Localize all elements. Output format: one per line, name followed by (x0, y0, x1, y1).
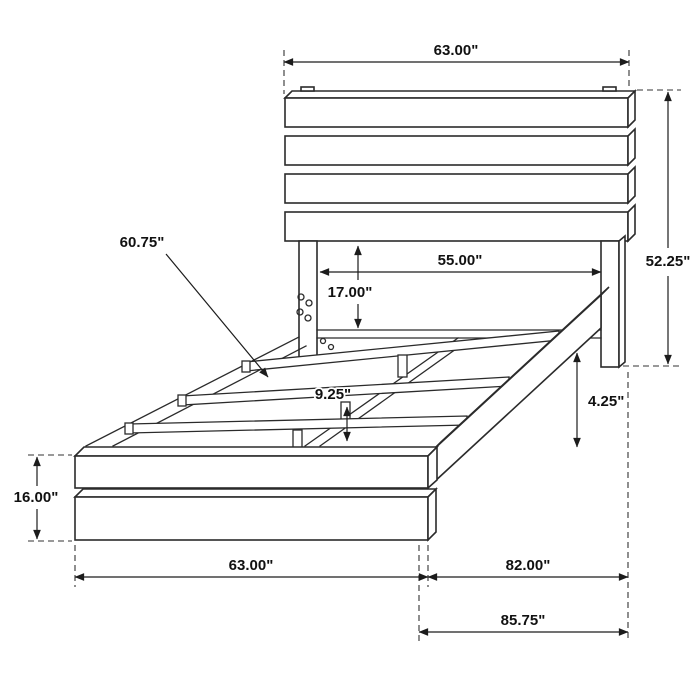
headboard-post-tab-left (300, 86, 315, 92)
headboard-post-right (600, 240, 620, 368)
slat-center-leg (397, 354, 408, 378)
dim-frame-length: 82.00" (427, 555, 629, 581)
dim-label-frame-length: 82.00" (506, 557, 551, 574)
dim-headboard-height: 52.25" (644, 91, 692, 365)
dim-label-rail-gap: 4.25" (588, 393, 624, 410)
bolt-icon (305, 299, 313, 307)
dim-footboard-width: 63.00" (74, 555, 429, 581)
bed-frame-drawing (73, 86, 637, 542)
footboard-bottom-board-top-face (73, 488, 438, 498)
headboard-slat (284, 173, 629, 204)
dim-label-headboard-clearance: 17.00" (328, 284, 373, 301)
bolt-icon (327, 343, 335, 351)
footboard-top-board-top-face (73, 446, 439, 457)
headboard-slat-side (627, 89, 636, 129)
dim-headboard-width: 63.00" (283, 40, 630, 66)
dim-label-support-height: 9.25" (315, 386, 351, 403)
dim-support-height: 9.25" (313, 384, 353, 442)
dim-label-inner-width: 55.00" (438, 252, 483, 269)
dim-rail-length: 60.75" (118, 232, 269, 378)
bolt-icon (297, 293, 305, 301)
slat-end-cap (241, 360, 251, 373)
far-rail-top-edge (85, 336, 300, 447)
dim-label-headboard-width: 63.00" (434, 42, 479, 59)
dim-footboard-height: 16.00" (12, 456, 60, 540)
footboard-bottom-board (74, 496, 429, 541)
bolt-icon (319, 337, 327, 345)
dimension-annotations: 63.00" 52.25" 55.00" 17.00" 60.75" 9.25" (12, 40, 692, 641)
headboard-slat (284, 97, 629, 128)
headboard-post-tab-right (602, 86, 617, 92)
slat-end-cap (177, 394, 187, 407)
dim-label-footboard-height: 16.00" (14, 489, 59, 506)
dim-overall-length: 85.75" (418, 610, 629, 636)
bed-rails-and-slats (85, 286, 610, 485)
footboard-top-board (74, 455, 429, 489)
dim-label-overall-length: 85.75" (501, 612, 546, 629)
headboard-top-face (283, 90, 637, 99)
headboard-slat (284, 211, 629, 242)
bolt-icon (304, 314, 312, 322)
headboard (283, 86, 637, 369)
footboard (73, 445, 439, 542)
dim-label-rail-length: 60.75" (120, 234, 165, 251)
slat-center-leg (292, 429, 303, 450)
footboard-bottom-board-side (427, 487, 437, 542)
footboard-top-board-side (427, 445, 438, 490)
headboard-slat-side (627, 203, 636, 243)
headboard-slat-side (627, 127, 636, 167)
dim-headboard-clearance: 17.00" (326, 245, 374, 329)
leader-line (165, 253, 269, 378)
slat-end-cap (124, 422, 134, 435)
bolt-icon (296, 308, 304, 316)
headboard-slat-side (627, 165, 636, 205)
headboard-slat (284, 135, 629, 166)
headboard-post-right-side (618, 234, 626, 369)
dim-label-headboard-height: 52.25" (646, 253, 691, 270)
dim-label-footboard-width: 63.00" (229, 557, 274, 574)
dim-inner-width: 55.00" (319, 250, 602, 276)
dim-rail-gap: 4.25" (573, 352, 626, 448)
